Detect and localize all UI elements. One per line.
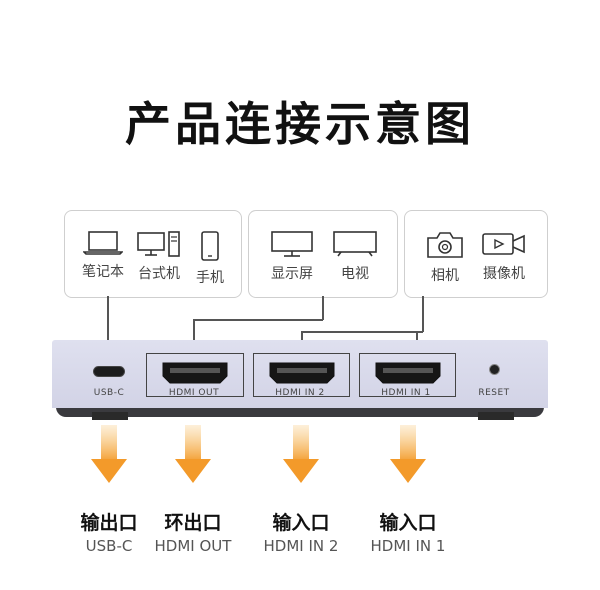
hdmi-in2-label: HDMI IN 2 xyxy=(275,388,325,398)
input2-title: 输入口 xyxy=(272,512,330,534)
hdmi-out-frame xyxy=(146,353,244,397)
device-foot xyxy=(478,412,514,420)
arrow-down-icon xyxy=(283,425,319,483)
loop-out-title: 环出口 xyxy=(164,512,222,534)
device-monitor: 显示屏 xyxy=(261,231,323,283)
device-foot xyxy=(92,412,128,420)
device-laptop: 笔记本 xyxy=(75,231,131,281)
tv-icon xyxy=(333,231,377,257)
device-camera: 相机 xyxy=(419,231,471,285)
device-card-cameras: 相机 摄像机 xyxy=(404,210,548,298)
usbc-port-label: USB-C xyxy=(93,388,125,398)
device-label: 显示屏 xyxy=(271,266,313,282)
device-desktop: 台式机 xyxy=(131,231,187,283)
connector-line xyxy=(301,331,423,333)
hdmi-out-label: HDMI OUT xyxy=(168,388,220,398)
reset-button[interactable] xyxy=(489,364,500,375)
output-usbc-subtitle: USB-C xyxy=(85,537,133,555)
hdmi-in1-frame xyxy=(359,353,456,397)
loop-out-subtitle: HDMI OUT xyxy=(154,537,232,555)
video-camera-icon xyxy=(482,233,525,255)
connector-line xyxy=(107,296,109,358)
device-tv: 电视 xyxy=(325,231,385,283)
hdmi-in1-port[interactable] xyxy=(375,362,441,384)
page-title: 产品连接示意图 xyxy=(125,97,475,151)
desktop-icon xyxy=(137,231,180,257)
hdmi-out-port[interactable] xyxy=(162,362,228,384)
device-card-computers: 笔记本 台式机 手机 xyxy=(64,210,242,298)
hdmi-in2-frame xyxy=(253,353,350,397)
device-label: 笔记本 xyxy=(82,264,124,280)
hdmi-in1-label: HDMI IN 1 xyxy=(381,388,431,398)
connector-line xyxy=(322,296,324,320)
device-label: 台式机 xyxy=(138,266,180,282)
device-label: 相机 xyxy=(431,268,459,284)
device-label: 摄像机 xyxy=(483,266,525,282)
arrow-down-icon xyxy=(390,425,426,483)
reset-label: RESET xyxy=(478,388,510,398)
phone-icon xyxy=(201,231,219,261)
input1-title: 输入口 xyxy=(379,512,437,534)
device-label: 手机 xyxy=(196,270,224,286)
device-label: 电视 xyxy=(341,266,369,282)
connector-line xyxy=(193,319,323,321)
connector-line xyxy=(193,319,195,359)
usbc-port[interactable] xyxy=(93,366,125,377)
output-usbc-title: 输出口 xyxy=(80,512,138,534)
laptop-icon xyxy=(83,231,123,255)
device-phone: 手机 xyxy=(187,231,233,287)
arrow-down-icon xyxy=(175,425,211,483)
connector-line xyxy=(422,296,424,332)
hdmi-in2-port[interactable] xyxy=(269,362,335,384)
monitor-icon xyxy=(271,231,313,257)
input2-subtitle: HDMI IN 2 xyxy=(263,537,339,555)
device-card-displays: 显示屏 电视 xyxy=(248,210,398,298)
input1-subtitle: HDMI IN 1 xyxy=(370,537,446,555)
camera-icon xyxy=(427,232,463,258)
arrow-down-icon xyxy=(91,425,127,483)
device-video-camera: 摄像机 xyxy=(473,231,535,283)
